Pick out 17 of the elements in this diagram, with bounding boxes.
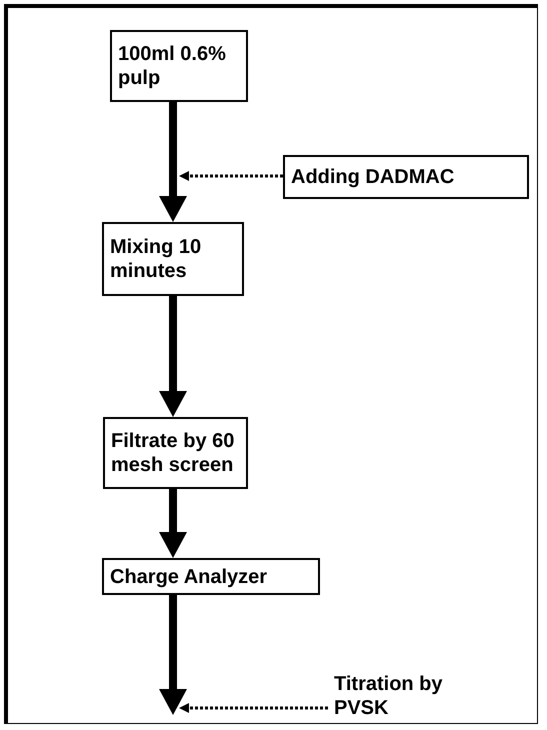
step-label: 100ml 0.6% pulp xyxy=(118,42,227,90)
arrow xyxy=(159,489,187,558)
process-box xyxy=(102,222,244,296)
arrow xyxy=(159,102,187,222)
arrow xyxy=(179,171,283,181)
arrow xyxy=(159,595,187,715)
step-label: Adding DADMAC xyxy=(291,165,454,189)
process-box xyxy=(102,558,320,595)
arrow xyxy=(179,703,328,713)
step-label: Mixing 10 minutes xyxy=(110,235,202,283)
process-box xyxy=(283,155,529,199)
process-box xyxy=(103,417,248,489)
arrow xyxy=(159,296,187,417)
step-label: Charge Analyzer xyxy=(110,564,268,588)
process-box xyxy=(110,30,248,102)
step-label: Titration by PVSK xyxy=(334,672,444,720)
step-label: Filtrate by 60 mesh screen xyxy=(111,429,236,477)
